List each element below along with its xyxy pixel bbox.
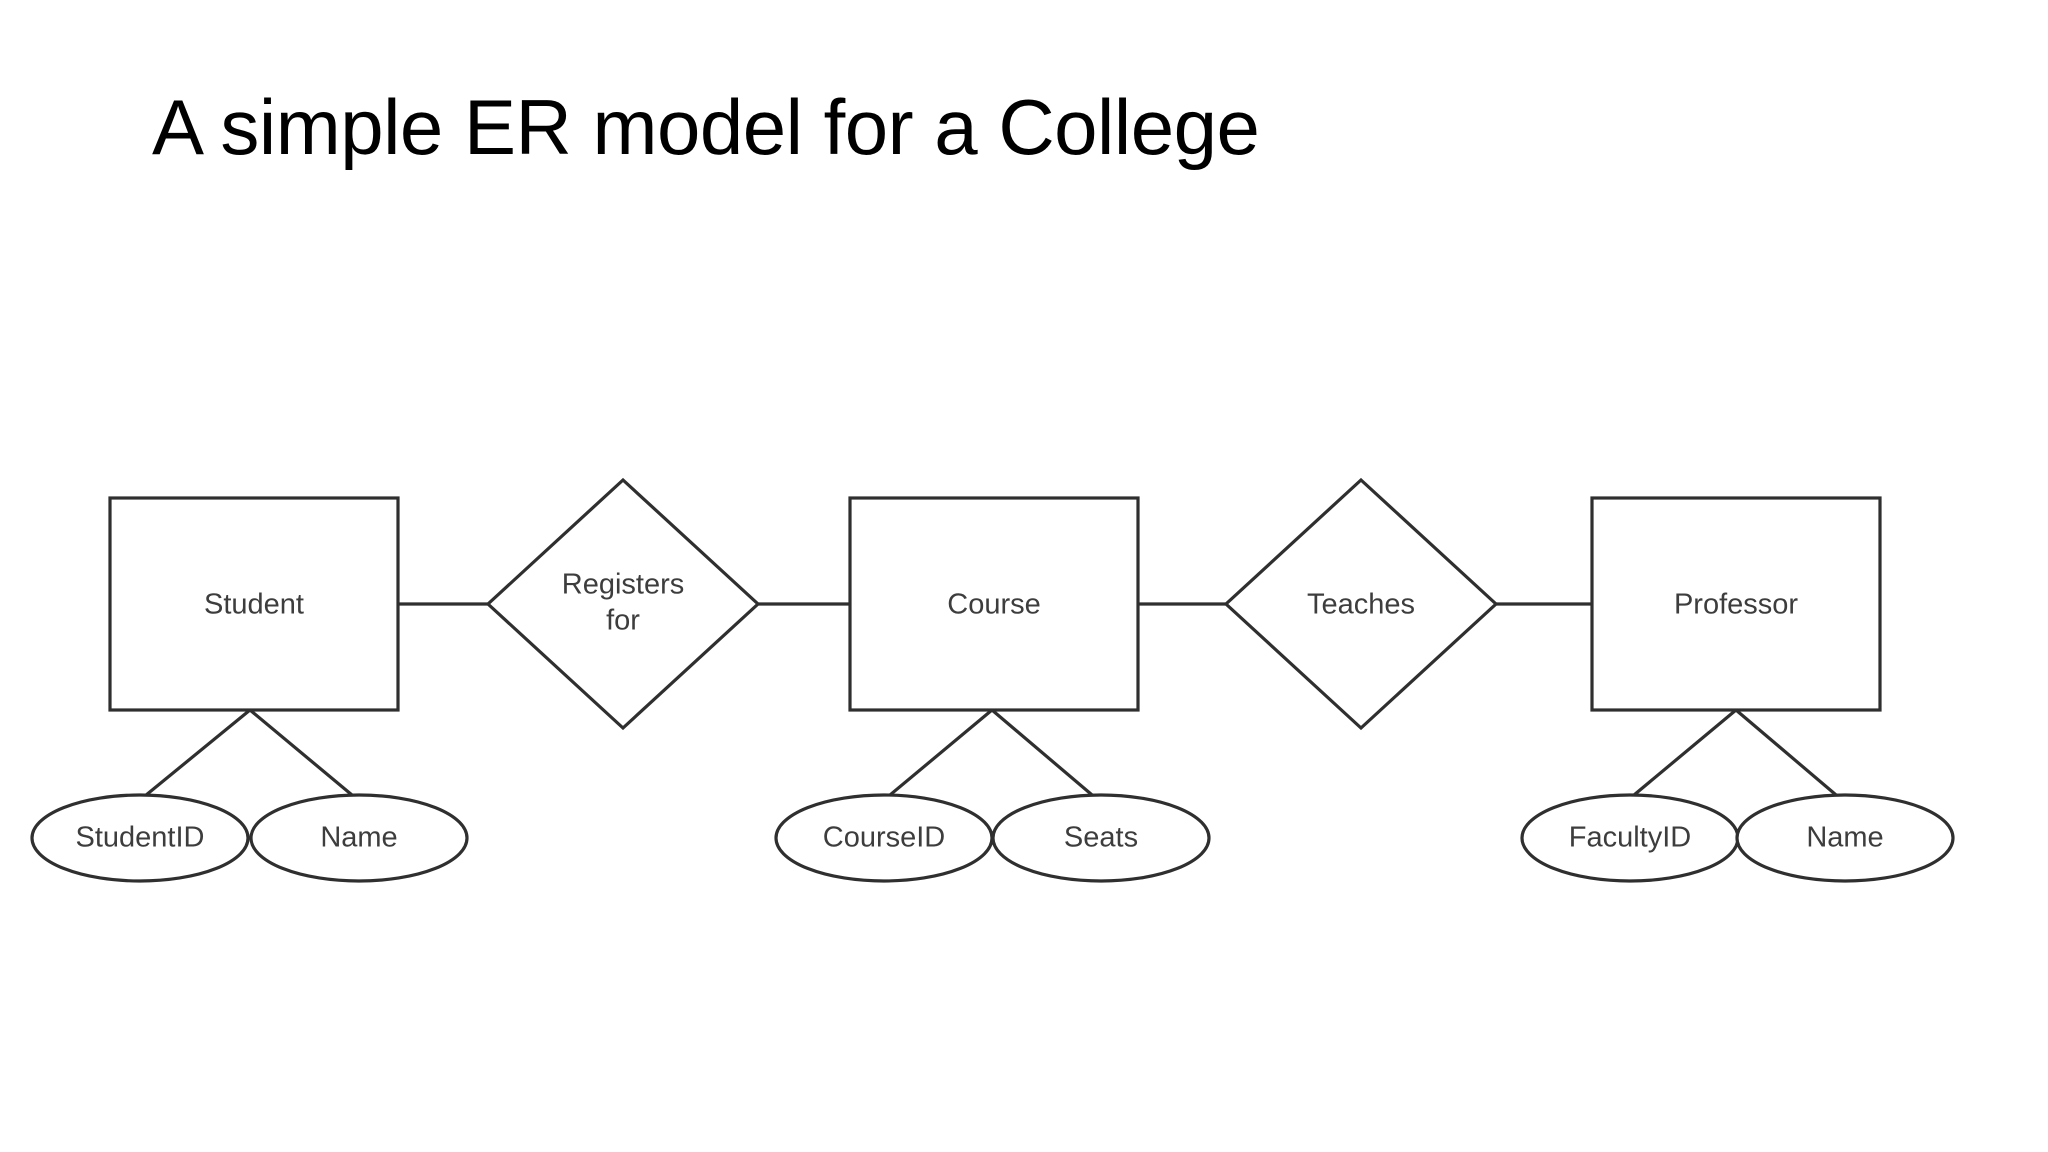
relationship-registers-for-diamond (485, 477, 761, 731)
link-course-seats (990, 708, 1100, 802)
entity-student-rect (108, 496, 400, 712)
entity-student[interactable]: Student (108, 496, 400, 712)
attribute-course-seats-ellipse (991, 793, 1211, 883)
attribute-course-seats[interactable]: Seats (991, 793, 1211, 883)
relationship-registers-for-label-line1: Registers (562, 569, 685, 601)
entity-professor-label: Professor (1674, 589, 1798, 621)
attribute-student-id[interactable]: StudentID (30, 793, 250, 883)
relationship-teaches-label: Teaches (1307, 589, 1415, 621)
attribute-course-id[interactable]: CourseID (774, 793, 994, 883)
link-professor-name (1734, 708, 1844, 802)
link-professor-facultyid (1626, 708, 1738, 802)
attribute-student-id-ellipse (30, 793, 250, 883)
attribute-course-seats-label: Seats (1064, 822, 1138, 854)
attribute-student-name[interactable]: Name (249, 793, 469, 883)
attribute-faculty-id[interactable]: FacultyID (1520, 793, 1740, 883)
relationship-registers-for-label-line2: for (606, 605, 640, 637)
relationship-registers-for[interactable]: Registers for (485, 477, 761, 731)
relationship-teaches-diamond (1223, 477, 1499, 731)
attribute-course-id-label: CourseID (823, 822, 946, 854)
attribute-student-name-label: Name (320, 822, 397, 854)
attribute-professor-name-label: Name (1806, 822, 1883, 854)
entity-course-rect (848, 496, 1140, 712)
link-student-studentid (138, 708, 252, 802)
entity-course[interactable]: Course (848, 496, 1140, 712)
page-title: A simple ER model for a College (152, 83, 1260, 171)
relationship-teaches[interactable]: Teaches (1223, 477, 1499, 731)
attribute-faculty-id-label: FacultyID (1569, 822, 1691, 854)
attribute-professor-name[interactable]: Name (1735, 793, 1955, 883)
entity-student-label: Student (204, 589, 304, 621)
attribute-student-id-label: StudentID (76, 822, 205, 854)
link-student-name (248, 708, 360, 802)
attribute-student-name-ellipse (249, 793, 469, 883)
entity-professor-rect (1590, 496, 1882, 712)
entity-professor[interactable]: Professor (1590, 496, 1882, 712)
attribute-professor-name-ellipse (1735, 793, 1955, 883)
link-course-courseid (882, 708, 994, 802)
entity-course-label: Course (947, 589, 1041, 621)
